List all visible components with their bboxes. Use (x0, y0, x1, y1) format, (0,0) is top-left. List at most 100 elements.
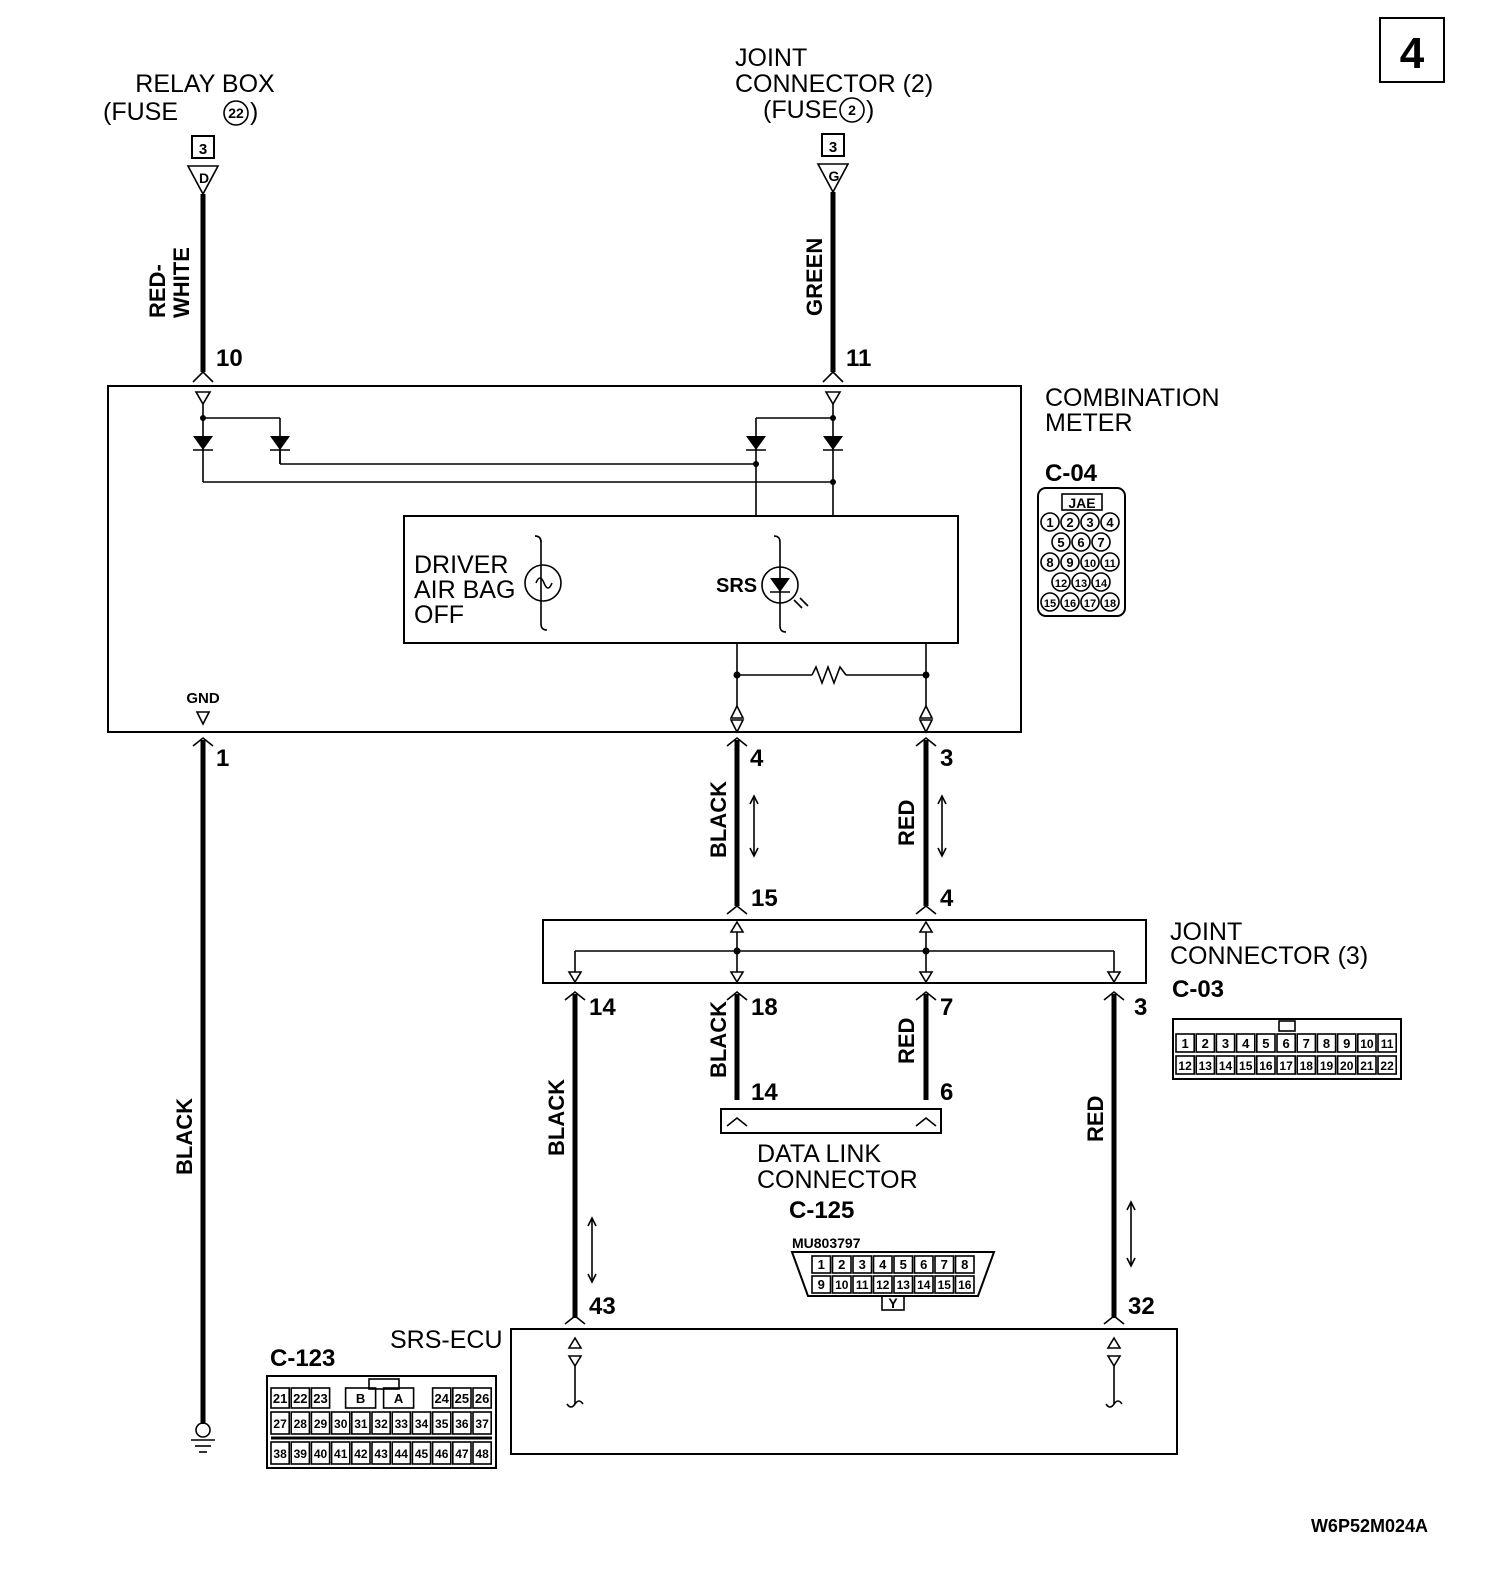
c123-pin-24: 24 (434, 1391, 449, 1406)
c03-pin-4: 4 (1242, 1036, 1250, 1051)
lamp-driver-label-1: DRIVER (414, 551, 508, 579)
c123-pin-45: 45 (415, 1447, 429, 1461)
c04-pin-4: 4 (1106, 515, 1114, 530)
pin-jc3-15: 15 (751, 885, 778, 912)
pin-dlc-6: 6 (940, 1079, 953, 1106)
wire-label-black-4: BLACK (706, 781, 731, 858)
jc2-ref-letter: G (829, 168, 840, 184)
srs-warning-lamp-icon (761, 535, 809, 633)
lamp-driver-label-2: AIR BAG (414, 576, 515, 604)
srs-ecu-box (510, 1328, 1178, 1455)
pin-meter-11: 11 (846, 345, 871, 372)
diagram-code: W6P52M024A (1311, 1516, 1428, 1536)
c123-pin-28: 28 (294, 1417, 308, 1431)
c125-pin-1: 1 (818, 1257, 825, 1272)
combination-meter-label-1: COMBINATION (1045, 384, 1220, 412)
c123-pin-27: 27 (273, 1417, 287, 1431)
relay-box-fuse-post: ) (250, 98, 258, 126)
pin-ecu-32: 32 (1128, 1293, 1155, 1320)
c123-pin-32: 32 (374, 1417, 388, 1431)
connector-c125-key: Y (888, 1295, 898, 1311)
pin-meter-4: 4 (750, 745, 764, 772)
connector-c125-part-no: MU803797 (792, 1235, 861, 1251)
c04-pin-15: 15 (1044, 598, 1056, 610)
c03-pin-19: 19 (1320, 1059, 1334, 1073)
pin-meter-10: 10 (216, 345, 243, 372)
ground-icon (191, 1422, 215, 1453)
gnd-label: GND (186, 690, 220, 707)
relay-box-fuse-number: 22 (228, 105, 244, 121)
wire-label-red-3: RED (894, 800, 919, 846)
c125-pin-13: 13 (897, 1278, 911, 1292)
c125-pin-14: 14 (917, 1278, 931, 1292)
c125-pin-4: 4 (879, 1257, 887, 1272)
bidirectional-arrow-icon (1126, 1200, 1136, 1268)
c123-pin-34: 34 (415, 1417, 429, 1431)
lamp-driver-label-3: OFF (414, 601, 464, 629)
c03-pin-16: 16 (1259, 1059, 1273, 1073)
c123-pin-39: 39 (294, 1447, 308, 1461)
c04-pin-5: 5 (1057, 535, 1064, 550)
c123-pin-46: 46 (435, 1447, 449, 1461)
bidirectional-arrow-icon (749, 794, 759, 858)
connector-c123-id: C-123 (270, 1345, 335, 1372)
c123-pin-23: 23 (313, 1391, 327, 1406)
relay-box-source: RELAY BOX (FUSE 22 ) 3 D (103, 70, 275, 196)
c123-pin-A: A (394, 1391, 404, 1406)
c03-pin-8: 8 (1323, 1036, 1330, 1051)
wire-label-red-jc3-3: RED (1083, 1096, 1108, 1142)
pin-ecu-43: 43 (589, 1293, 616, 1320)
indicator-lamp-box (403, 515, 959, 644)
c123-pin-21: 21 (273, 1391, 287, 1406)
c04-pin-3: 3 (1086, 515, 1093, 530)
driver-airbag-off-lamp-icon (524, 535, 562, 631)
c123-pin-44: 44 (395, 1447, 409, 1461)
svg-text:WHITE: WHITE (169, 247, 194, 318)
pin-jc3-18: 18 (751, 994, 778, 1021)
dlc-label-1: DATA LINK (757, 1140, 881, 1168)
srs-ecu-label: SRS-ECU (390, 1326, 503, 1354)
c03-pin-22: 22 (1380, 1059, 1394, 1073)
c03-pin-18: 18 (1300, 1059, 1314, 1073)
c123-pin-B: B (356, 1391, 365, 1406)
wire-label-black-18: BLACK (706, 1001, 731, 1078)
c125-pin-9: 9 (818, 1277, 825, 1292)
svg-text:RED-: RED- (145, 264, 170, 318)
wire-label-black-ground: BLACK (172, 1098, 197, 1175)
jc3-label-1: JOINT (1170, 918, 1242, 946)
connector-c04-type: JAE (1068, 495, 1095, 511)
wire-label-red-white: RED- WHITE (145, 247, 194, 318)
c123-pin-43: 43 (374, 1447, 388, 1461)
jc2-fuse-post: ) (866, 96, 874, 124)
c04-pin-2: 2 (1066, 515, 1073, 530)
c04-pin-1: 1 (1046, 515, 1053, 530)
c03-pin-21: 21 (1360, 1059, 1374, 1073)
c123-pin-31: 31 (354, 1417, 368, 1431)
c04-pin-16: 16 (1064, 598, 1076, 610)
pin-jc3-4: 4 (940, 885, 954, 912)
c125-pin-3: 3 (859, 1257, 866, 1272)
relay-box-ref-letter: D (199, 170, 209, 186)
connector-c125-id: C-125 (789, 1197, 854, 1224)
c04-pin-14: 14 (1095, 578, 1108, 590)
c04-pin-7: 7 (1097, 535, 1104, 550)
c03-pin-10: 10 (1360, 1037, 1374, 1051)
jc2-label-1: JOINT (735, 44, 807, 72)
jc2-fuse-number: 2 (848, 102, 856, 118)
c03-pin-3: 3 (1222, 1036, 1229, 1051)
c125-pin-2: 2 (838, 1257, 845, 1272)
c03-pin-12: 12 (1178, 1059, 1192, 1073)
wire-label-black-14: BLACK (544, 1079, 569, 1156)
c03-pin-17: 17 (1279, 1059, 1293, 1073)
relay-box-label: RELAY BOX (135, 70, 275, 98)
pin-meter-3: 3 (940, 745, 953, 772)
c03-pin-6: 6 (1282, 1036, 1289, 1051)
c04-pin-17: 17 (1084, 598, 1096, 610)
c03-pin-9: 9 (1343, 1036, 1350, 1051)
c123-pin-48: 48 (475, 1447, 489, 1461)
pin-meter-1: 1 (216, 745, 229, 772)
c123-pin-22: 22 (293, 1391, 307, 1406)
c03-pin-5: 5 (1262, 1036, 1269, 1051)
